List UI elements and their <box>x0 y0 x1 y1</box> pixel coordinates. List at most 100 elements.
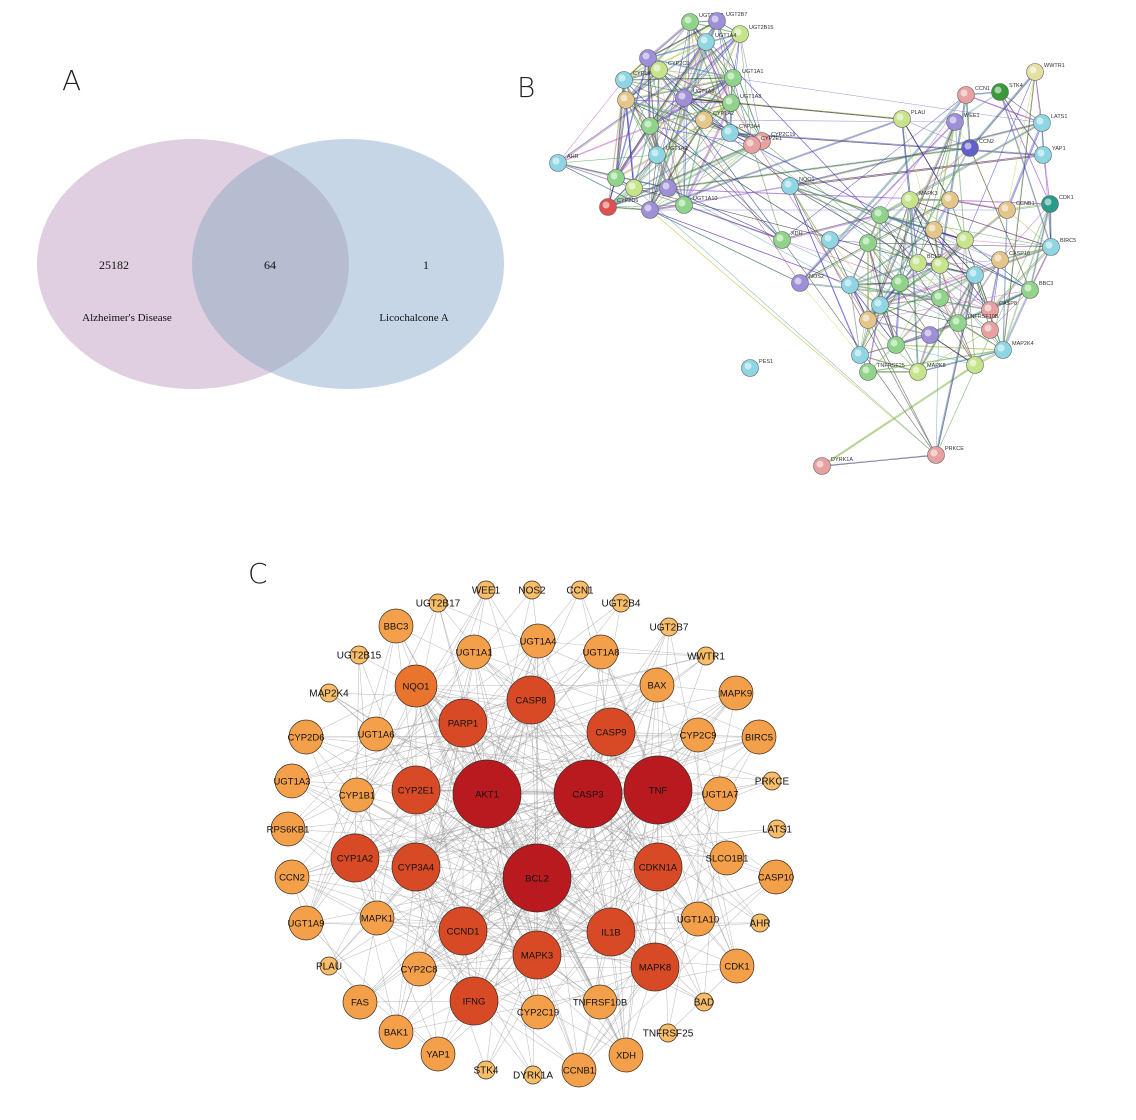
panel-b-edge <box>957 259 1000 323</box>
panel-b-edge <box>799 94 967 284</box>
panel-b-edge <box>781 214 880 240</box>
panel-c-node-circle <box>476 580 496 600</box>
panel-b-edge <box>867 349 1003 372</box>
panel-c-node-circle <box>359 900 395 936</box>
panel-b-edge <box>615 99 627 179</box>
panel-c-node-lats1: LATS1 <box>762 819 792 839</box>
panel-b-edge <box>649 118 903 211</box>
panel-c-edge <box>485 589 659 868</box>
panel-c-edge <box>415 731 612 791</box>
panel-b-edge <box>910 200 919 373</box>
panel-c-node-ugt2b4: UGT2B4 <box>602 593 641 613</box>
panel-c-node-yap1: YAP1 <box>420 1036 456 1072</box>
panel-c-node-mapk3: MAPK3 <box>512 930 562 980</box>
panel-c-node-circle <box>608 1037 644 1073</box>
panel-c-node-circle <box>456 634 492 670</box>
panel-c-node-label: PLAU <box>316 962 342 973</box>
panel-b-edge <box>648 58 685 206</box>
panel-b-node-highlight <box>552 157 560 165</box>
panel-c-node-label: CYP2C8 <box>401 965 438 976</box>
panel-b-node-label: UGT1A3 <box>666 146 687 152</box>
panel-c-node-label: CYP2C19 <box>517 1008 559 1019</box>
panel-b-node-bcl2: BCL2 <box>909 254 941 272</box>
panel-b-edge <box>615 125 650 178</box>
panel-b-node-label: TNFRSF10B <box>967 314 999 320</box>
panel-b-node-label: CYP2E1 <box>761 136 782 142</box>
panel-b-node-wwtr1: WWTR1 <box>1026 63 1065 81</box>
panel-c-node-cyp2c19: CYP2C19 <box>517 994 559 1030</box>
panel-b-edge <box>1002 209 1007 350</box>
panel-b-edge <box>954 91 1000 122</box>
panel-b-node-label: LATS1 <box>1051 114 1067 120</box>
panel-b-edge <box>868 243 897 346</box>
panel-b-edge <box>829 239 881 306</box>
panel-b-node-label: CCN2 <box>979 139 994 145</box>
panel-b-edge <box>649 97 684 210</box>
panel-b-node-highlight <box>934 259 942 267</box>
panel-c-edge <box>354 857 397 1033</box>
panel-c-node-label: CASP3 <box>572 790 603 801</box>
panel-b-edge <box>706 42 731 134</box>
panel-b-edge <box>867 319 931 336</box>
panel-b-edge <box>821 364 976 467</box>
panel-b-edge <box>859 354 918 372</box>
panel-b-node <box>871 206 889 224</box>
panel-c-node-cyp3a4: CYP3A4 <box>391 842 441 892</box>
panel-b-edge <box>647 57 733 78</box>
panel-b-node-highlight <box>620 94 628 102</box>
panel-b-edge <box>623 79 731 103</box>
panel-c-edge <box>667 692 737 1034</box>
panel-c-node-label: UGT1A8 <box>583 648 620 659</box>
panel-c-node-circle <box>523 1065 543 1085</box>
panel-b-node-highlight <box>994 254 1002 262</box>
panel-c-node-cyp1b1: CYP1B1 <box>339 777 375 813</box>
panel-b-edge <box>647 57 684 205</box>
panel-b-edge <box>789 154 1044 187</box>
panel-b-node-nqo1: NQO1 <box>781 177 815 195</box>
panel-b-node-highlight <box>651 149 659 157</box>
panel-c-node-label: UGT2B15 <box>337 651 382 662</box>
panel-c-node-circle <box>378 1014 414 1050</box>
panel-c-node-wwtr1: WWTR1 <box>687 646 725 666</box>
panel-b-node-highlight <box>960 89 968 97</box>
panel-c-node-circle <box>394 664 438 708</box>
panel-c-edge <box>415 789 464 932</box>
panel-c-node-label: IFNG <box>463 997 486 1008</box>
panel-b-node-label: WEE1 <box>964 113 980 119</box>
panel-b-node <box>641 117 659 135</box>
panel-c-node-circle <box>767 819 787 839</box>
panel-c-edge <box>530 699 656 968</box>
panel-c-node-circle <box>520 623 556 659</box>
panel-c-node-label: FAS <box>351 998 369 1009</box>
panel-c-edge <box>287 733 377 830</box>
panel-b-edge <box>684 120 705 206</box>
panel-b-node-highlight <box>896 113 904 121</box>
panel-b-node-casp10: CASP10 <box>991 251 1030 269</box>
panel-b-node-ugt1a10: UGT1A10 <box>675 196 717 214</box>
panel-c-node-label: WEE1 <box>472 586 501 597</box>
panel-c-node-circle <box>702 776 738 812</box>
panel-b-edge <box>623 20 717 80</box>
panel-c-edge <box>462 722 659 791</box>
panel-b-edge <box>909 199 1051 247</box>
panel-b-edge <box>880 265 941 306</box>
panel-b-edge <box>557 162 617 179</box>
panel-c-node-label: RPS6KB1 <box>267 825 310 836</box>
panel-c-node-label: MAPK9 <box>720 689 752 700</box>
panel-c-edge <box>462 722 612 933</box>
panel-b-edge <box>1000 92 1052 248</box>
panel-c-node-label: CDKN1A <box>639 863 678 874</box>
panel-b-edge <box>910 200 941 266</box>
panel-b-edge <box>849 262 918 285</box>
panel-b-edge <box>616 126 651 179</box>
panel-b-edge <box>895 282 900 345</box>
panel-c-node-label: TNFRSF10B <box>573 998 627 1009</box>
panel-b-edge <box>683 97 903 120</box>
panel-c-edge <box>376 793 589 919</box>
panel-c-node-tnfrsf10b: TNFRSF10B <box>573 984 627 1020</box>
panel-c-node-mapk8: MAPK8 <box>630 942 680 992</box>
panel-c-node-circle <box>339 777 375 813</box>
panel-b-edge <box>667 147 971 189</box>
panel-c-node-label: UGT2B7 <box>650 623 689 634</box>
panel-b-edge <box>1003 290 1031 351</box>
